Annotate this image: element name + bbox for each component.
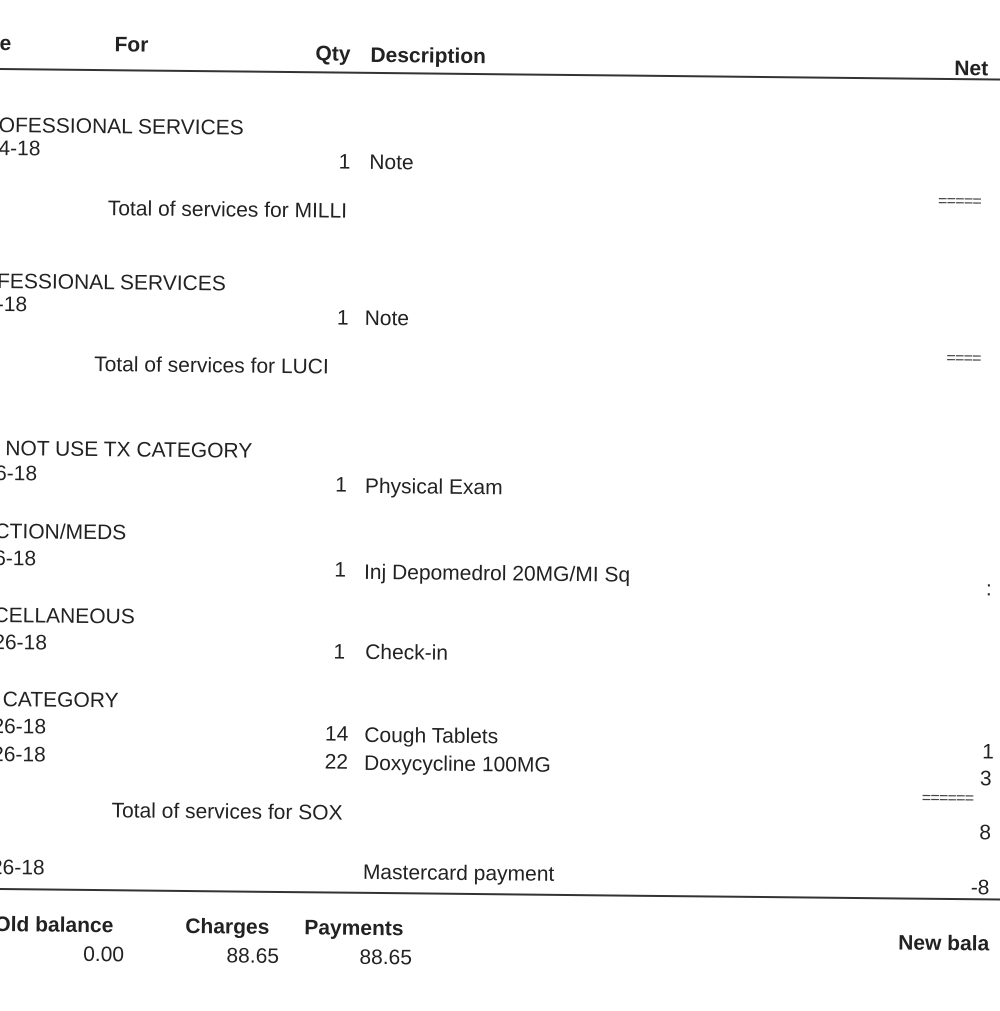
charges-value: 88.65 [226,944,280,968]
total-label: Total of services for LUCI [94,353,329,379]
payment-net-fragment: -8 [970,876,990,900]
category-label: NOT USE TX CATEGORY [5,437,253,463]
total-separator: ===== [937,192,982,212]
charges-label: Charges [185,914,270,939]
net-fragment: 1 [982,740,994,764]
service-qty: 1 [335,473,348,497]
payments-value: 88.65 [359,945,413,970]
total-label: Total of services for MILLI [107,197,348,223]
total-label: Total of services for SOX [111,799,343,825]
service-qty: 1 [336,306,349,330]
service-description: Check-in [365,640,449,665]
service-date: 26-18 [0,630,48,655]
service-date: 4-18 [0,136,41,161]
header-qty: Qty [315,42,351,66]
old-balance-value: 0.00 [83,942,125,967]
service-qty: 1 [338,150,351,174]
service-description: Note [364,306,410,331]
header-date: e [0,31,12,56]
service-qty: 22 [324,750,349,774]
service-date: 26-18 [0,742,46,767]
service-qty: 1 [333,640,346,664]
category-label: CATEGORY [2,688,119,713]
service-description: Inj Depomedrol 20MG/MI Sq [363,560,631,587]
total-separator: ==== [946,349,981,369]
header-rule [0,67,1000,81]
service-description: Note [369,150,414,175]
net-fragment: : [985,577,992,601]
service-date: -18 [0,292,28,317]
category-label: CTION/MEDS [0,519,127,545]
payments-label: Payments [304,916,404,941]
header-for: For [114,33,149,57]
old-balance-label: Old balance [0,912,114,938]
net-fragment: 3 [979,767,992,791]
total-separator: ====== [921,789,974,809]
total-fragment: 8 [979,821,992,845]
service-date: 6-18 [0,546,37,571]
payment-description: Mastercard payment [362,860,555,886]
header-description: Description [370,43,487,69]
service-date: 26-18 [0,714,47,739]
summary-rule [0,887,1000,901]
category-label: FESSIONAL SERVICES [0,269,226,296]
category-label: CELLANEOUS [0,603,135,629]
service-description: Doxycycline 100MG [363,751,551,777]
service-qty: 14 [324,722,349,746]
service-description: Cough Tablets [364,723,499,749]
service-qty: 1 [334,558,347,582]
service-description: Physical Exam [364,474,503,500]
service-date: 6-18 [0,461,38,486]
payment-date: 26-18 [0,855,45,880]
new-balance-label: New bala [898,931,990,956]
